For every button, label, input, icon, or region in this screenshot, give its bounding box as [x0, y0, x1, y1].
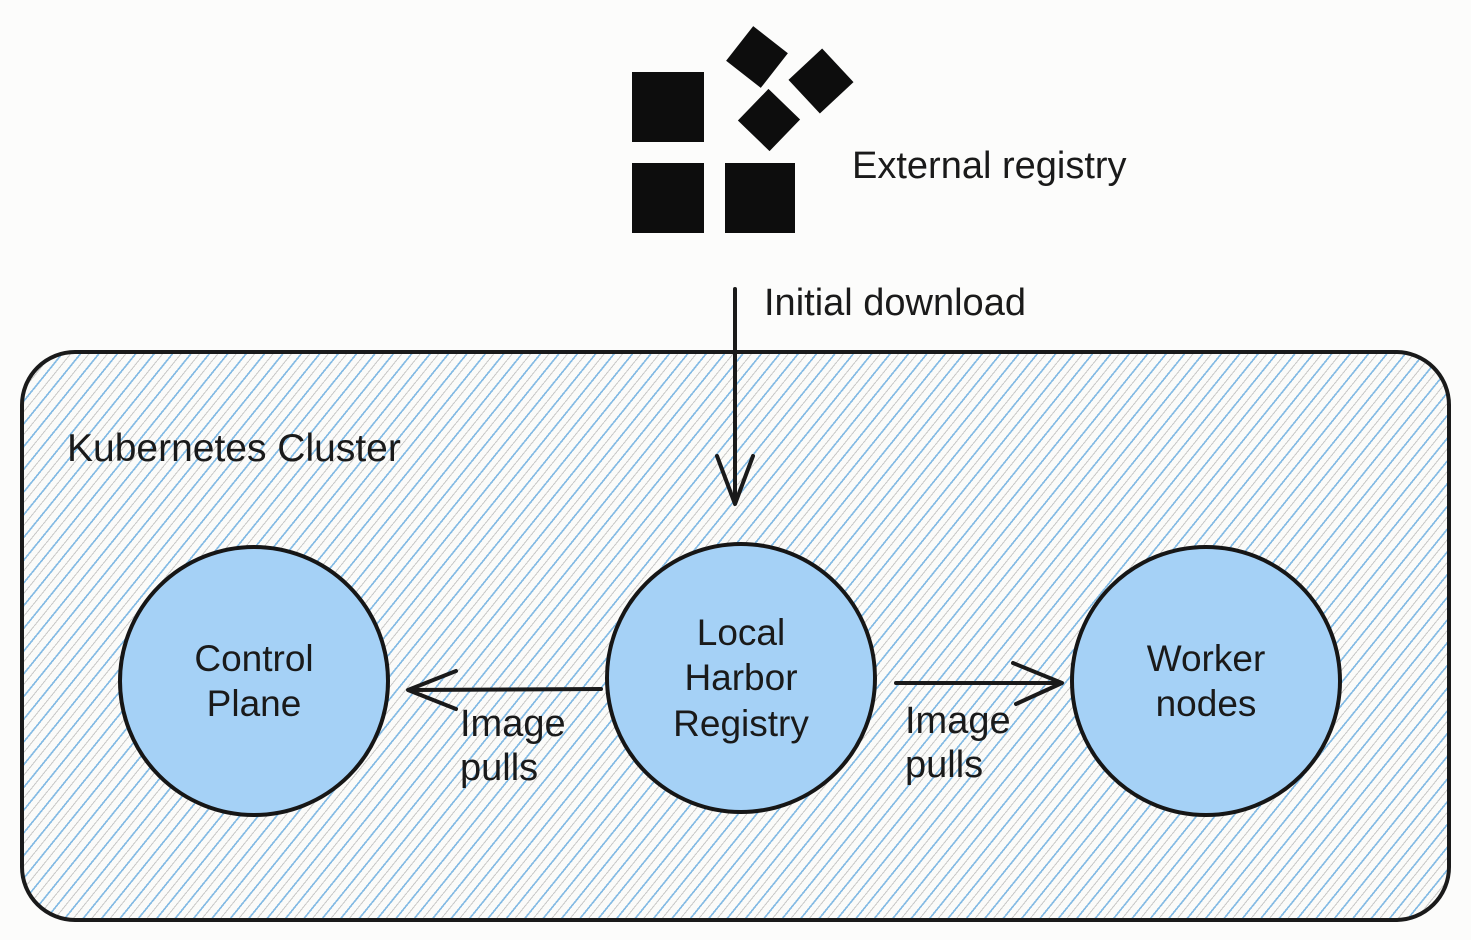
node-worker-nodes-label: Worker nodes [1146, 637, 1266, 724]
registry-icon-tilted-square [726, 26, 788, 88]
registry-icon-square [632, 163, 704, 233]
node-local-harbor-registry: Local Harbor Registry [605, 542, 877, 814]
node-local-harbor-registry-label: Local Harbor Registry [673, 612, 809, 744]
registry-icon-square [632, 72, 704, 142]
edge-label-image-pulls-right: Image pulls [905, 700, 1011, 787]
registry-icon-tilted-square [788, 48, 854, 114]
registry-icon-square [725, 163, 795, 233]
registry-icon-tilted-square [737, 88, 801, 152]
external-registry-label: External registry [852, 145, 1127, 187]
node-worker-nodes: Worker nodes [1070, 545, 1342, 817]
node-control-plane-label: Control Plane [194, 637, 314, 724]
initial-download-label: Initial download [764, 282, 1026, 324]
kubernetes-cluster-label: Kubernetes Cluster [67, 427, 401, 470]
node-control-plane: Control Plane [118, 545, 390, 817]
edge-label-image-pulls-left: Image pulls [460, 703, 566, 790]
